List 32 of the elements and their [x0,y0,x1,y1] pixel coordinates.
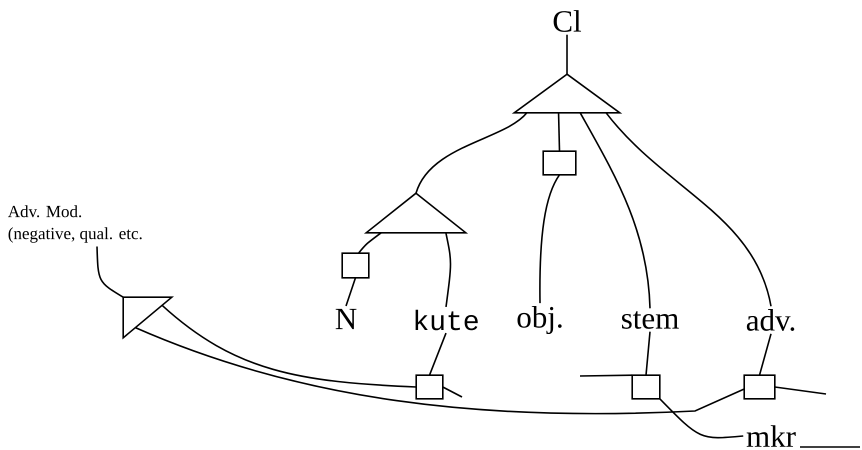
tree-branch [558,112,560,152]
tree-branch [566,34,568,74]
tree-label: adv. [746,309,794,331]
tree-branch [442,386,462,398]
tree-label: Cl [554,10,582,32]
tree-label: mkr [746,425,796,447]
square-node [631,374,661,400]
tree-branch [605,112,772,306]
tree-branch [162,304,416,388]
annotation-text: Adv. Mod. (negative, qual. etc. [8,205,142,243]
tree-branch [96,246,124,298]
tree-branch [445,232,452,308]
tree-branch [645,332,651,376]
tree-label: N [336,308,356,330]
tree-label: kute [416,310,478,330]
tree-branch [358,232,382,254]
tree-branch [539,174,560,304]
square-node [542,150,577,176]
tree-branch [774,386,826,395]
square-node [743,374,776,400]
tree-branch [758,334,772,376]
square-node [341,252,370,279]
tree-branch [659,398,744,438]
tree-branch [415,112,528,194]
tree-label: obj. [518,306,562,334]
tree-branch [135,326,745,414]
tree-branch [428,332,447,376]
tree-label: stem [622,311,679,329]
tree-branch [580,374,632,377]
tree-branch [580,112,651,308]
tree-branch [345,278,356,306]
square-node [415,374,444,400]
